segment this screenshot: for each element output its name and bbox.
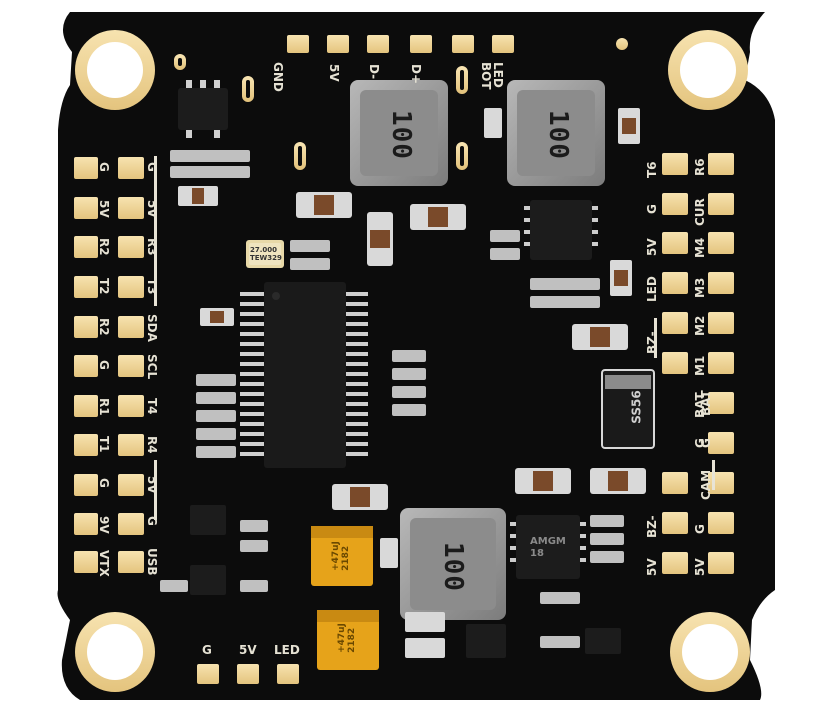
left-inner-label-10: G [145, 516, 159, 526]
left-inner-label-3: R3 [145, 238, 159, 256]
right-outer-label-9: G [693, 524, 707, 534]
tantalum-label-1-line-1: +47uJ [330, 541, 341, 571]
right-inner-label-1: T6 [645, 161, 659, 178]
mcu-chip [240, 282, 368, 468]
crystal-label-line-2: TEW329 [250, 254, 282, 262]
left-inner-label-11: USB [145, 548, 159, 576]
crystal-oscillator [246, 240, 284, 268]
left-outer-label-7: R1 [97, 398, 111, 416]
sot-transistor-top [178, 80, 228, 138]
left-outer-label-10: 9V [97, 516, 111, 534]
left-inner-label-1: G [145, 162, 159, 172]
top-label-led: LED [491, 62, 505, 88]
top-label-bot: BOT [479, 62, 493, 90]
right-inner-label-2: G [645, 204, 659, 214]
right-outer-label-4: M3 [693, 277, 707, 298]
crystal-label: 27.000 TEW329 [250, 246, 282, 262]
left-outer-label-5: R2 [97, 318, 111, 336]
mounting-hole-br [670, 612, 750, 692]
right-pads [662, 153, 734, 574]
left-inner-label-4: T3 [145, 278, 159, 295]
right-outer-label-8: G [693, 438, 707, 448]
top-label-5v: 5V [327, 64, 341, 82]
bottom-label-5v: 5V [239, 643, 257, 657]
tantalum-cap-2 [317, 610, 379, 670]
left-outer-label-1: G [97, 162, 111, 172]
left-inner-label-9: 5V [145, 476, 159, 494]
inductor-marking-2: 100 [543, 110, 573, 160]
left-outer-label-6: G [97, 360, 111, 370]
left-outer-label-4: T2 [97, 278, 111, 295]
left-pads [74, 157, 144, 573]
right-outer-label-7: BAT [693, 392, 707, 418]
tantalum-cap-1 [311, 526, 373, 586]
left-outer-label-2: 5V [97, 200, 111, 218]
right-inner-label-4: LED [645, 276, 659, 302]
right-outer-label-6: M1 [693, 355, 707, 376]
left-outer-label-11: VTX [97, 550, 111, 577]
inductor-top-left [350, 80, 448, 186]
right-outer-label-1: R6 [693, 158, 707, 176]
inductor-top-right [507, 80, 605, 186]
right-inner-label-5: BZ- [645, 331, 659, 354]
right-inner-label-3: 5V [645, 238, 659, 256]
ic-label-line-1: AMGM [530, 536, 566, 547]
right-inner-label-9: BZ- [645, 515, 659, 538]
sot-transistor-bottom [190, 505, 621, 658]
top-pads [287, 35, 628, 53]
crystal-label-line-1: 27.000 [250, 246, 278, 254]
bottom-label-g: G [202, 643, 212, 657]
top-label-dplus: D+ [409, 64, 423, 85]
right-inner-label-8: CAM [699, 469, 713, 500]
left-outer-label-9: G [97, 478, 111, 488]
ic-regulator [510, 515, 586, 579]
right-outer-label-2: CUR [693, 198, 707, 226]
bottom-label-led: LED [274, 643, 300, 657]
inductor-bottom [400, 508, 506, 620]
inductor-marking-1: 100 [386, 110, 416, 160]
schottky-diode [601, 369, 655, 449]
tantalum-label-2: +47uJ 2182 [337, 623, 357, 653]
tantalum-label-1: +47uJ 2182 [331, 541, 351, 571]
ic-top-right [524, 200, 598, 260]
left-inner-label-2: 5V [145, 200, 159, 218]
top-label-dminus: D- [367, 64, 381, 80]
right-outer-label-10: 5V [693, 558, 707, 576]
mounting-hole-tl [75, 30, 155, 110]
mounting-hole-bl [75, 612, 155, 692]
left-inner-label-6: SCL [145, 354, 159, 380]
silk-marks [154, 156, 715, 520]
right-outer-label-5: M2 [693, 315, 707, 336]
tantalum-label-1-line-2: 2182 [340, 545, 351, 571]
right-inner-label-10: 5V [645, 558, 659, 576]
left-outer-label-3: R2 [97, 238, 111, 256]
right-outer-label-3: M4 [693, 237, 707, 258]
passive-components [160, 108, 646, 658]
tantalum-label-2-line-2: 2182 [346, 627, 357, 653]
bottom-pads [197, 664, 299, 684]
left-inner-label-8: R4 [145, 436, 159, 454]
ic-label: AMGM 18 [530, 536, 566, 560]
left-inner-label-7: T4 [145, 398, 159, 415]
slot-vias [174, 54, 468, 170]
left-inner-label-5: SDA [145, 314, 159, 342]
ic-label-line-2: 18 [530, 548, 544, 559]
diode-label: SS56 [629, 390, 644, 424]
mounting-hole-tr [668, 30, 748, 110]
inductor-marking-3: 100 [438, 542, 468, 592]
tantalum-label-2-line-1: +47uJ [336, 623, 347, 653]
left-outer-label-8: T1 [97, 436, 111, 453]
top-label-gnd: GND [271, 62, 285, 92]
